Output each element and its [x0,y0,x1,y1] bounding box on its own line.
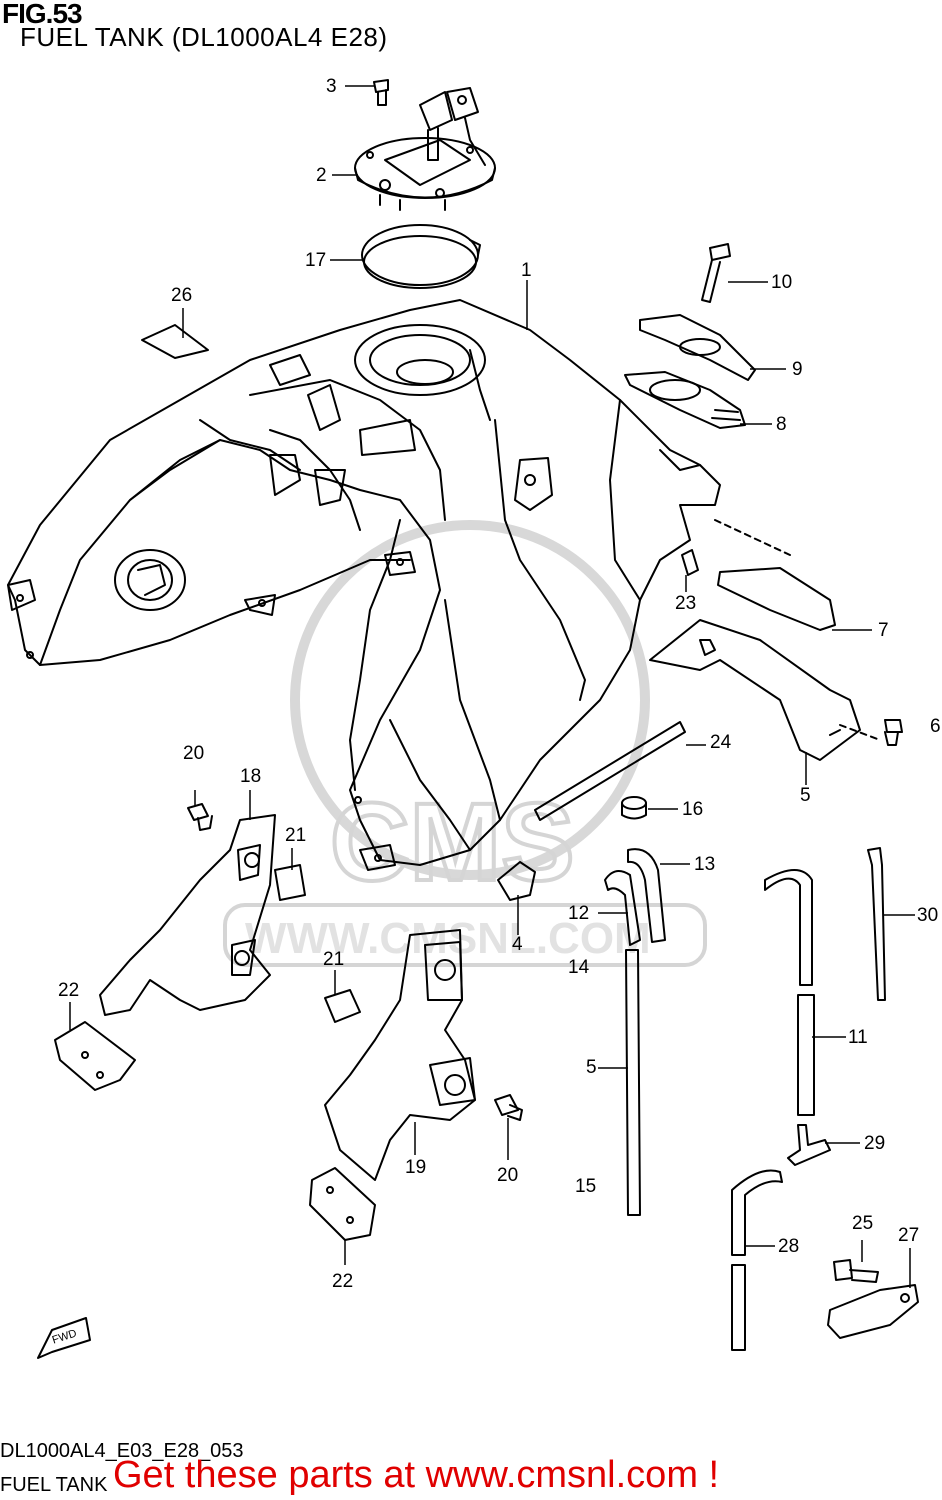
rubber-21b [324,989,361,1023]
plate-8-ribs [711,409,741,421]
clip-23 [681,549,699,576]
callout-14: 14 [568,957,590,978]
promo-link[interactable]: Get these parts at www.cmsnl.com ! [113,1454,720,1496]
bolt-25 [833,1259,879,1283]
figure-title: FUEL TANK (DL1000AL4 E28) [20,22,388,52]
cable-tie-30 [867,847,886,1001]
callout-8: 8 [776,414,787,435]
callout-18: 18 [240,766,262,787]
gasket-ring [361,224,481,289]
hose-11 [764,869,815,1116]
callout-2: 2 [316,165,327,186]
leader-lines [69,85,915,1288]
callout-11: 11 [848,1027,868,1048]
forward-arrow [37,1317,91,1359]
bracket-18 [99,814,276,1016]
assembly-line-7 [714,519,791,556]
collar-16 [621,796,647,820]
callout-6: 6 [930,716,941,737]
callout-1: 1 [521,260,532,281]
callout-17: 17 [305,250,327,271]
figure-number: FIG.53 [2,0,83,29]
callout-25: 25 [852,1213,874,1234]
bracket-5-nut [699,639,716,656]
bolt-6 [839,719,903,746]
bolt-20b [494,1094,523,1121]
callout-5-bracket: 5 [800,785,811,806]
callout-27: 27 [898,1225,920,1246]
bracket-plate-9-hole [679,338,721,356]
watermark-brand: CMS [330,781,574,904]
callout-22-lower: 22 [332,1271,354,1292]
callout-20-upper: 20 [183,743,205,764]
callout-10: 10 [771,272,793,293]
rubber-21a [274,864,306,901]
fuel-cap [354,87,496,211]
bracket-plate-9 [639,314,756,381]
bracket-5 [649,619,861,761]
cap-screw [373,79,389,106]
fuel-tank-body [7,299,721,871]
callout-26: 26 [171,285,193,306]
watermark-url: WWW.CMSNL.COM [245,914,651,963]
clamp-27 [827,1284,919,1339]
callout-28: 28 [778,1236,800,1257]
label-plate [141,324,209,359]
t-joint-29 [787,1124,831,1166]
rubber-strip-24 [534,721,686,821]
bracket-19 [324,929,476,1181]
callout-15: 15 [575,1176,597,1197]
hose-12 [604,870,641,946]
callout-9: 9 [792,359,803,380]
callout-5-hose: 5 [586,1057,597,1078]
callout-12: 12 [568,903,590,924]
damper-4 [497,861,536,901]
hose-13 [627,848,666,943]
callout-19: 19 [405,1157,427,1178]
diagram-code: DL1000AL4_E03_E28_053 [0,1440,244,1462]
bracket-5-slot [829,729,841,736]
section-name: FUEL TANK [0,1474,108,1496]
hose-15 [625,949,641,1216]
callout-20-lower: 20 [497,1165,519,1186]
hose-28 [731,1169,783,1351]
callout-22-left: 22 [58,980,80,1001]
callout-29: 29 [864,1133,886,1154]
callout-24: 24 [710,732,732,753]
callout-30: 30 [917,905,939,926]
callout-21-upper: 21 [285,825,307,846]
callout-4: 4 [512,934,523,955]
bolt-10 [701,243,731,303]
bracket-7 [717,567,836,631]
pad-22b [309,1167,376,1241]
callout-3: 3 [326,76,337,97]
callout-23: 23 [675,593,697,614]
bolt-20a [187,803,213,831]
callout-7: 7 [878,620,889,641]
plate-8 [624,371,746,429]
callout-13: 13 [694,854,716,875]
callout-21-lower: 21 [323,949,345,970]
callout-16: 16 [682,799,704,820]
plate-8-hole [649,379,701,401]
pad-22a [54,1021,136,1091]
